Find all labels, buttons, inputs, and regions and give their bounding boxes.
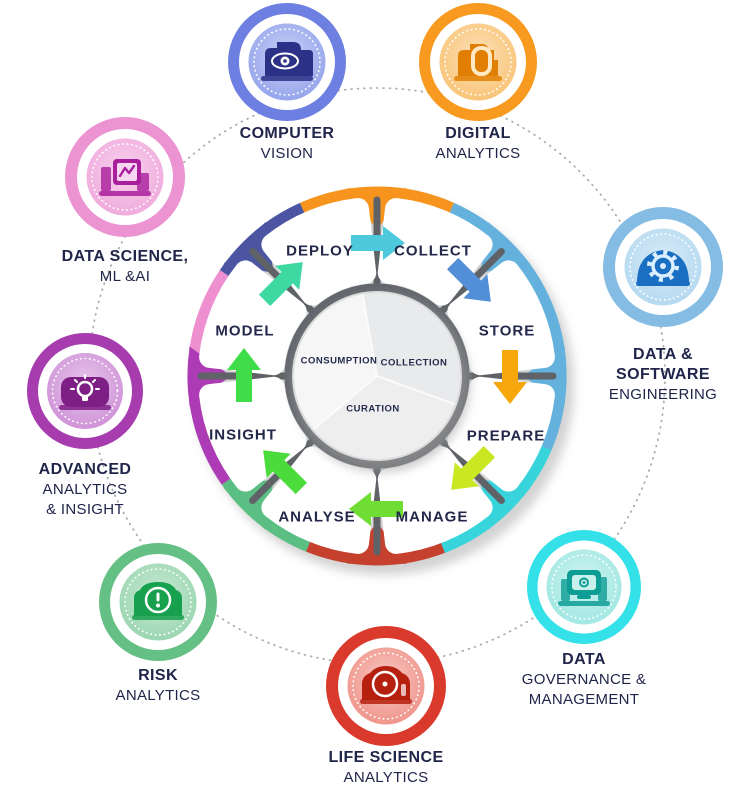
monitor-icon <box>558 570 610 606</box>
arrow-manage-to-analyse <box>349 492 403 526</box>
stage-label-store: STORE <box>478 322 536 340</box>
arrow-insight-to-model <box>227 348 261 402</box>
satellite-label-data-governance-management: DATA GOVERNANCE & MANAGEMENT <box>521 651 647 708</box>
satellite-label-digital-analytics: DIGITAL ANALYTICS <box>435 125 521 162</box>
alert-gauge-icon <box>132 582 184 620</box>
hub-wedge-curation <box>312 376 456 460</box>
arrow-collect-to-store <box>447 257 491 302</box>
wheel-hub <box>292 291 470 472</box>
dotted-guide-circle <box>88 87 666 665</box>
hub-wedge-collection <box>362 292 461 405</box>
lifecycle-wheel <box>187 186 574 575</box>
satellite-data-science-ml-ai <box>65 117 185 237</box>
stage-label-model: MODEL <box>215 322 275 340</box>
arrow-store-to-prepare <box>493 350 527 404</box>
satellite-digital-analytics <box>419 3 537 121</box>
gear-machine-icon <box>636 250 690 286</box>
satellite-life-science-analytics <box>326 626 446 746</box>
satellite-label-life-science-analytics: LIFE SCIENCE ANALYTICS <box>328 749 444 786</box>
arrow-model-to-deploy <box>258 262 303 306</box>
stage-label-collect: COLLECT <box>394 242 472 260</box>
satellite-computer-vision <box>228 3 346 121</box>
hub-label-collection: COLLECTION <box>380 357 448 369</box>
hub-wedge-consumption <box>293 293 377 430</box>
satellite-label-advanced-analytics-insight: ADVANCED ANALYTICS & INSIGHT <box>38 461 132 518</box>
satellite-data-governance-management <box>527 530 641 644</box>
arrow-prepare-to-manage <box>451 446 496 490</box>
microscope-lens-icon <box>360 666 412 704</box>
satellite-label-data-science-ml-ai: DATA SCIENCE, ML &AI <box>61 248 189 285</box>
stage-label-analyse: ANALYSE <box>278 508 356 526</box>
ring-segment-upper-left <box>188 270 235 356</box>
camera-eye-icon <box>261 42 313 81</box>
arrow-deploy-to-collect <box>351 226 405 260</box>
hub-label-curation: CURATION <box>346 403 400 415</box>
satellite-risk-analytics <box>99 543 217 661</box>
lightbulb-icon <box>59 374 111 410</box>
stage-label-manage: MANAGE <box>395 508 469 526</box>
arrow-analyse-to-insight <box>263 450 307 495</box>
ring-segment-upper-right <box>447 202 567 451</box>
stage-label-prepare: PREPARE <box>466 427 546 445</box>
stage-label-deploy: DEPLOY <box>286 242 354 260</box>
satellite-advanced-analytics-insight <box>27 333 143 449</box>
chart-monitor-icon <box>99 159 151 196</box>
satellite-label-risk-analytics: RISK ANALYTICS <box>115 667 201 704</box>
hub-label-consumption: CONSUMPTION <box>300 355 378 367</box>
analytics-machine-icon <box>454 44 502 81</box>
satellite-data-software-engineering <box>603 207 723 327</box>
satellite-label-data-software-engineering: DATA & SOFTWARE ENGINEERING <box>608 346 718 403</box>
stage-label-insight: INSIGHT <box>209 426 277 444</box>
satellite-label-computer-vision: COMPUTER VISION <box>239 125 335 162</box>
